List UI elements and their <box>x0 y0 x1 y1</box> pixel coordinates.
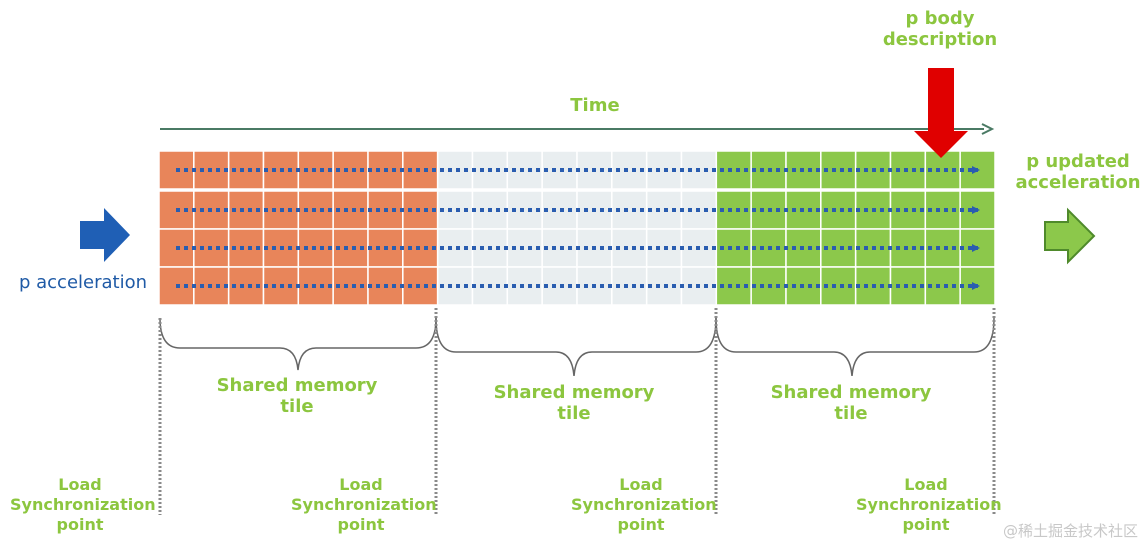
load-sync-point-label-2: Load Synchronization point <box>291 475 437 535</box>
input-arrow-icon <box>80 208 130 262</box>
description-line: description <box>882 28 998 50</box>
brace-3 <box>715 317 995 377</box>
row-arrows <box>176 166 980 290</box>
p-updated-acceleration-label: p updated acceleration <box>1010 151 1146 193</box>
shared-memory-tile-label-3: Shared memory tile <box>766 382 936 424</box>
grid-cell <box>262 266 300 306</box>
tile-line: tile <box>557 402 591 424</box>
synchronization-line: Synchronization <box>856 495 1002 514</box>
load-line: Load <box>904 475 948 494</box>
synchronization-line: Synchronization <box>571 495 717 514</box>
shared-memory-line: Shared memory <box>216 375 378 396</box>
load-sync-point-label-1: Load Synchronization point <box>10 475 156 535</box>
load-line: Load <box>619 475 663 494</box>
brace-1 <box>159 317 437 371</box>
p-updated-line: p updated <box>1026 151 1130 172</box>
shared-memory-line: Shared memory <box>493 382 655 403</box>
synchronization-line: Synchronization <box>10 495 156 514</box>
load-sync-point-label-4: Load Synchronization point <box>856 475 1002 535</box>
p-body-description-label: p body description <box>860 8 1020 50</box>
p-acceleration-label: p acceleration <box>18 272 148 293</box>
output-arrow-icon <box>1044 207 1096 265</box>
tile-line: tile <box>280 395 314 417</box>
shared-memory-tile-label-1: Shared memory tile <box>212 375 382 417</box>
p-body-line: p body <box>905 8 975 29</box>
point-line: point <box>902 515 950 534</box>
red-down-arrow <box>914 68 968 158</box>
watermark: @稀土掘金技术社区 <box>1002 522 1138 540</box>
acceleration-line: acceleration <box>1015 171 1141 193</box>
tile-line: tile <box>834 402 868 424</box>
brace-2 <box>435 317 717 377</box>
load-sync-point-label-3: Load Synchronization point <box>571 475 717 535</box>
tile-grid <box>158 150 996 306</box>
shared-memory-tile-label-2: Shared memory tile <box>489 382 659 424</box>
time-arrow <box>160 123 995 135</box>
point-line: point <box>56 515 104 534</box>
load-line: Load <box>58 475 102 494</box>
point-line: point <box>337 515 385 534</box>
shared-memory-line: Shared memory <box>770 382 932 403</box>
grid-cell <box>750 228 787 268</box>
load-line: Load <box>339 475 383 494</box>
time-label: Time <box>570 95 620 116</box>
synchronization-line: Synchronization <box>291 495 437 514</box>
point-line: point <box>617 515 665 534</box>
